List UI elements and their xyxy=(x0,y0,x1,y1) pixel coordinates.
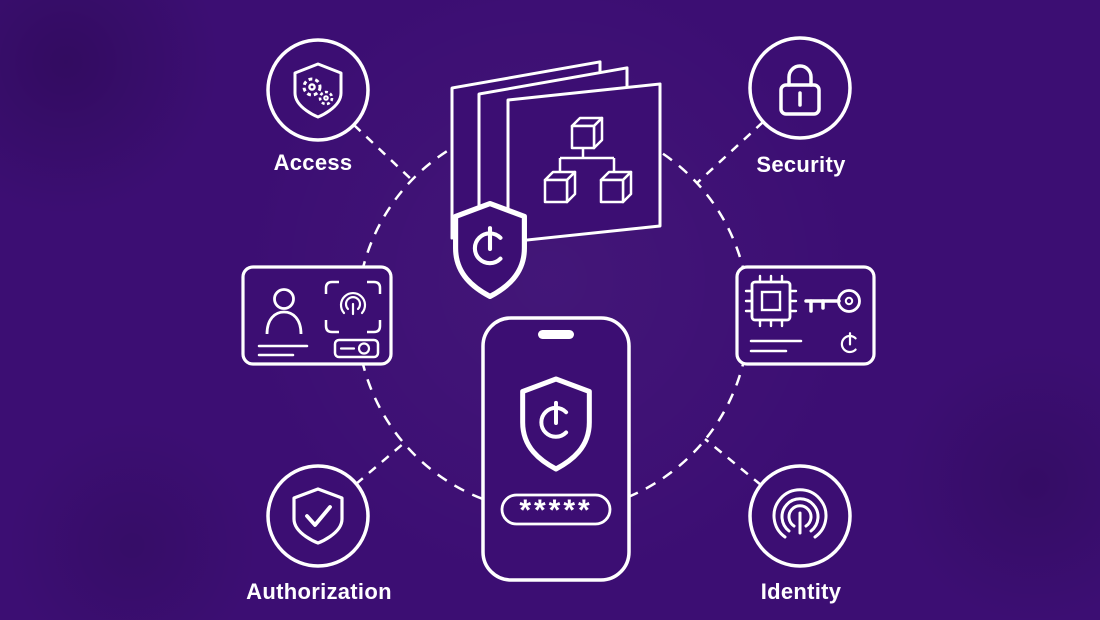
shield-gear-icon xyxy=(293,62,343,119)
access-node xyxy=(266,38,370,142)
key-icon xyxy=(804,289,861,313)
access-circle xyxy=(266,38,370,142)
connector-identity xyxy=(704,438,762,486)
blockchain-cubes-icon xyxy=(543,116,633,204)
access-label: Access xyxy=(273,150,353,175)
identity-node xyxy=(748,464,852,568)
connector-authorization xyxy=(355,442,405,485)
blockchain-files xyxy=(450,60,662,244)
file-sheet-front xyxy=(506,82,662,244)
password-mask-text: ***** xyxy=(519,494,592,527)
identity-circle xyxy=(748,464,852,568)
fingerprint-scan-icon xyxy=(324,280,382,334)
identity-label: Identity xyxy=(760,579,842,604)
security-label: Security xyxy=(756,152,846,177)
authorization-label: Authorization xyxy=(246,579,392,604)
password-pill xyxy=(500,493,612,526)
chip-card-text-lines xyxy=(749,339,803,353)
security-circle xyxy=(748,36,852,140)
smartphone: ***** xyxy=(481,316,631,582)
cpu-chip-icon xyxy=(744,274,798,328)
connector-security xyxy=(696,121,764,184)
chip-key-card xyxy=(735,265,876,366)
shield-check-icon xyxy=(292,487,344,545)
brand-shield xyxy=(456,204,525,297)
security-node xyxy=(748,36,852,140)
padlock-icon xyxy=(779,64,821,116)
authorization-circle xyxy=(266,464,370,568)
authorization-node xyxy=(266,464,370,568)
person-icon xyxy=(265,288,303,335)
id-card-text-lines xyxy=(257,344,309,357)
connector-lines xyxy=(353,121,764,486)
phone-notch xyxy=(538,330,574,339)
badge-photo-icon xyxy=(333,338,380,359)
fingerprint-icon xyxy=(772,488,828,539)
connector-access xyxy=(353,124,413,181)
id-card xyxy=(241,265,393,366)
